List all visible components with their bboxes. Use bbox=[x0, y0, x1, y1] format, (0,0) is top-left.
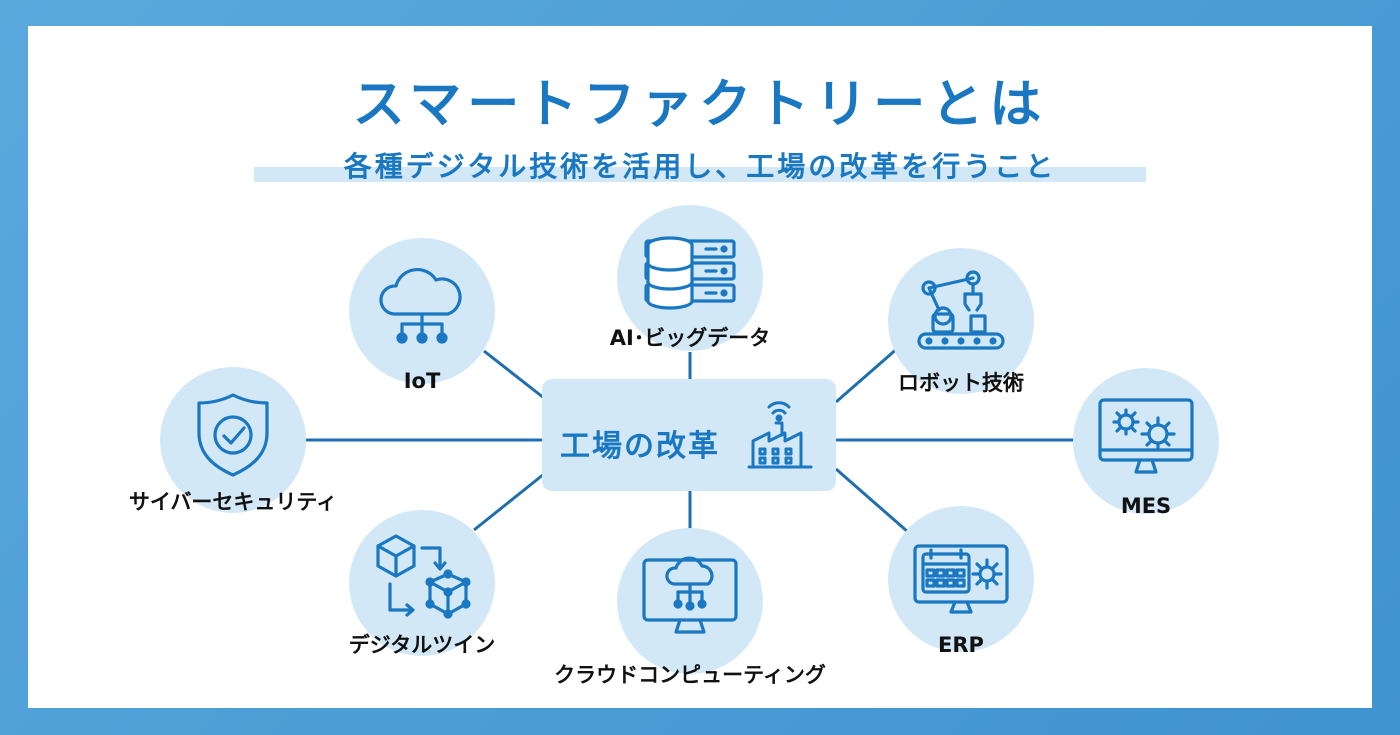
database-server-icon bbox=[644, 236, 736, 310]
connector-robot bbox=[835, 345, 900, 404]
connector-erp bbox=[835, 467, 909, 534]
digital-twin-cube-icon bbox=[376, 534, 471, 619]
node-security bbox=[160, 367, 306, 513]
connector-twin bbox=[473, 472, 545, 532]
factory-icon bbox=[747, 401, 813, 469]
label-iot: IoT bbox=[403, 369, 441, 393]
cloud-monitor-icon bbox=[642, 556, 738, 634]
label-erp: ERP bbox=[938, 633, 984, 657]
node-erp bbox=[888, 506, 1034, 652]
label-security: サイバーセキュリティ bbox=[128, 490, 338, 514]
node-robot bbox=[888, 248, 1034, 394]
label-twin: デジタルツイン bbox=[348, 633, 496, 657]
label-cloud: クラウドコンピューティング bbox=[554, 663, 826, 687]
center-label: 工場の改革 bbox=[560, 429, 720, 464]
node-ai bbox=[617, 205, 763, 351]
node-iot bbox=[349, 238, 495, 384]
label-ai: AI･ビッグデータ bbox=[609, 326, 771, 350]
label-robot: ロボット技術 bbox=[898, 371, 1024, 395]
shield-check-icon bbox=[197, 393, 269, 477]
cloud-network-icon bbox=[379, 267, 462, 344]
subtitle-highlight bbox=[254, 167, 1146, 182]
label-mes: MES bbox=[1120, 494, 1172, 518]
robot-arm-icon bbox=[917, 270, 1005, 350]
connector-iot bbox=[483, 349, 545, 400]
page-title: スマートファクトリーとは bbox=[352, 75, 1048, 135]
calendar-gear-monitor-icon bbox=[913, 544, 1009, 614]
node-mes bbox=[1073, 368, 1219, 514]
center-box: 工場の改革 bbox=[542, 379, 836, 491]
node-cloud bbox=[617, 528, 763, 674]
page-subtitle: 各種デジタル技術を活用し、工場の改革を行うこと bbox=[343, 150, 1057, 183]
node-twin bbox=[349, 510, 495, 656]
monitor-gears-icon bbox=[1098, 398, 1194, 474]
